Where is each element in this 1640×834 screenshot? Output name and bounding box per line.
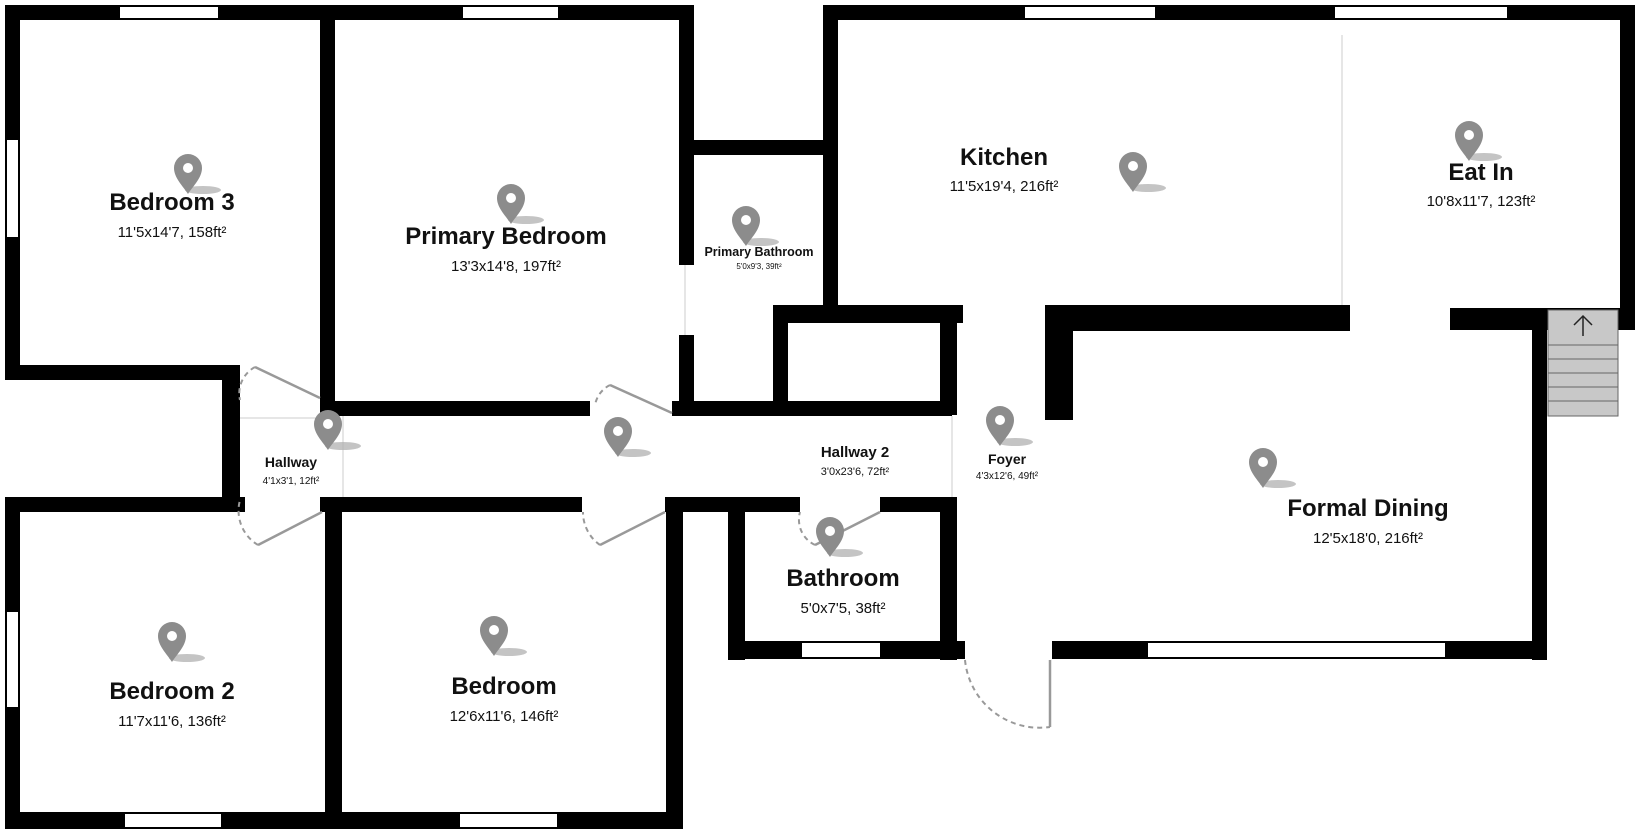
wall [325,497,342,829]
room-dims-hallway: 4'1x3'1, 12ft² [263,476,320,487]
wall [728,510,745,660]
room-dims-eat-in: 10'8x11'7, 123ft² [1427,193,1536,210]
map-pin-icon[interactable] [732,206,779,246]
room-dims-primary-bedroom: 13'3x14'8, 197ft² [451,258,561,275]
map-pin-icon[interactable] [1119,152,1166,192]
window [120,7,218,18]
room-markers [158,121,1502,662]
door-swing [964,659,1051,729]
window [463,7,558,18]
room-dims-hallway2: 3'0x23'6, 72ft² [821,466,890,478]
wall [1532,308,1547,660]
room-dims-kitchen: 11'5x19'4, 216ft² [950,178,1059,195]
wall [320,401,590,416]
room-name-hallway: Hallway [265,454,317,470]
room-name-eat-in: Eat In [1448,159,1513,186]
map-pin-icon[interactable] [986,406,1033,446]
door-swing [797,511,816,546]
wall [1045,305,1350,331]
arrow-up-icon [1573,314,1593,336]
wall [823,5,1635,20]
window [681,265,692,335]
room-name-bedroom: Bedroom [451,673,556,700]
map-pin-icon[interactable] [1249,448,1296,488]
room-dims-foyer: 4'3x12'6, 49ft² [976,471,1039,482]
wall [880,497,957,512]
wall [222,365,240,500]
wall [320,5,335,415]
wall [679,155,694,265]
wall [773,305,963,323]
door-swing [594,384,611,406]
room-name-primary-bathroom: Primary Bathroom [704,245,813,259]
wall [940,305,957,415]
wall [666,497,683,829]
wall [679,335,694,355]
door-swing [238,366,256,401]
wall [940,497,957,660]
window [460,814,557,827]
wall [679,5,694,155]
room-name-bathroom: Bathroom [786,565,899,592]
map-pin-icon[interactable] [604,417,651,457]
window [1025,7,1155,18]
door [609,383,673,415]
windows [7,7,1507,827]
wall [679,350,694,415]
room-dims-bathroom: 5'0x7'5, 38ft² [801,600,886,617]
wall [672,401,952,416]
window [1148,643,1445,657]
doors [237,365,1052,729]
map-pin-icon[interactable] [497,184,544,224]
window [802,643,880,657]
wall [679,140,829,155]
wall [1045,305,1073,420]
room-dims-primary-bathroom: 5'0x9'3, 39ft² [736,262,782,271]
room-name-primary-bedroom: Primary Bedroom [405,223,606,250]
map-pin-icon[interactable] [158,622,205,662]
room-name-formal-dining: Formal Dining [1287,495,1448,522]
room-labels: Bedroom 3 11'5x14'7, 158ft² Primary Bedr… [109,144,1535,730]
map-pin-icon[interactable] [816,517,863,557]
wall [5,365,240,380]
room-dims-bedroom: 12'6x11'6, 146ft² [450,708,559,725]
room-dims-bedroom3: 11'5x14'7, 158ft² [118,224,227,241]
window [125,814,221,827]
door [257,510,323,547]
interior-lines [240,35,1343,497]
room-name-foyer: Foyer [988,451,1027,467]
walls [5,5,1635,829]
window [7,612,18,707]
wall [665,497,800,512]
room-dims-bedroom2: 11'7x11'6, 136ft² [118,713,226,730]
window [1335,7,1507,18]
door [599,510,666,547]
door-swing [237,499,259,546]
wall [5,812,683,829]
wall [5,497,245,512]
room-name-hallway2: Hallway 2 [821,444,889,461]
wall [320,497,582,512]
stairs-icon [1547,309,1619,417]
room-name-bedroom3: Bedroom 3 [109,189,234,216]
window [7,140,18,237]
wall [823,5,838,320]
map-pin-icon[interactable] [1455,121,1502,161]
map-pin-icon[interactable] [314,410,361,450]
room-name-bedroom2: Bedroom 2 [109,678,234,705]
map-pin-icon[interactable] [174,154,221,194]
wall [1620,5,1635,310]
wall [773,305,788,415]
room-dims-formal-dining: 12'5x18'0, 216ft² [1313,530,1423,547]
door-swing [581,511,601,546]
door [254,365,321,400]
room-name-kitchen: Kitchen [960,144,1048,171]
map-pin-icon[interactable] [480,616,527,656]
